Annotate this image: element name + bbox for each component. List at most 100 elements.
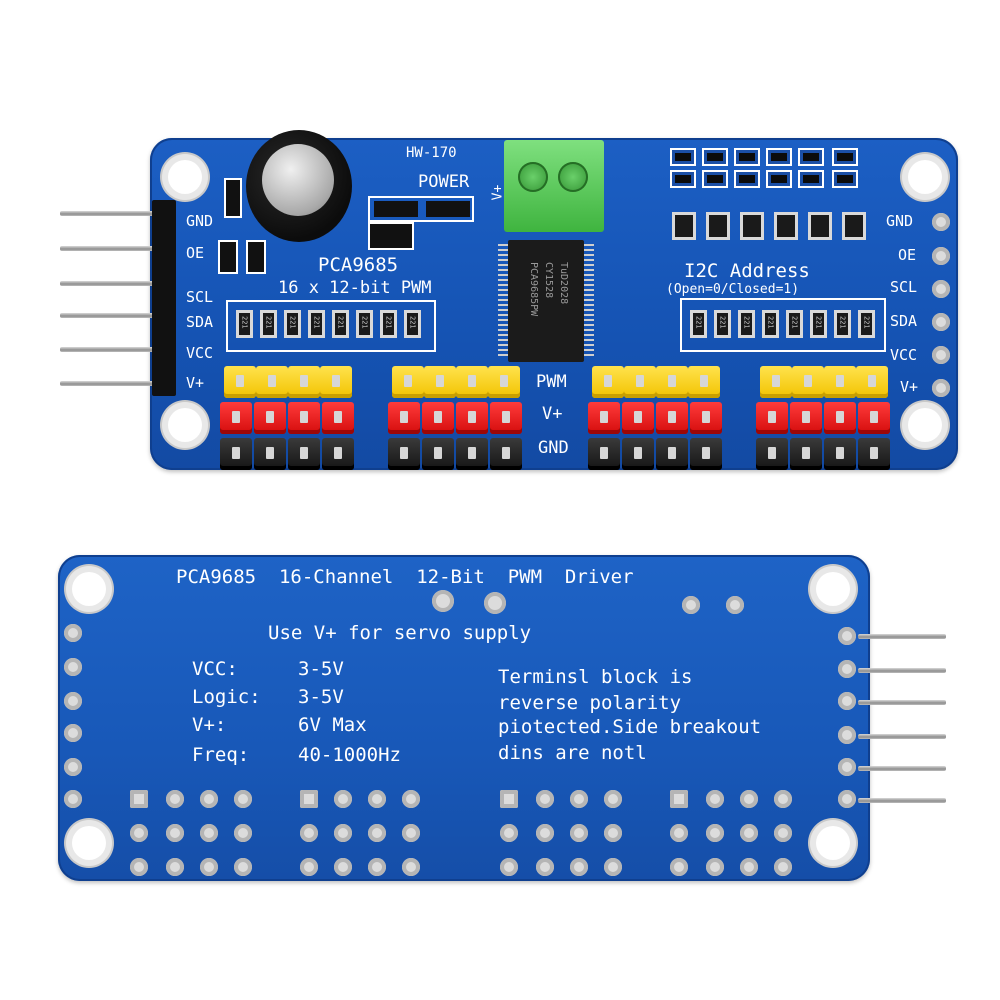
servo-pin-vplus[interactable] (490, 402, 522, 434)
breakout-pad[interactable] (64, 692, 82, 710)
spec-key: VCC: (192, 658, 238, 680)
servo-pin-gnd[interactable] (622, 438, 654, 470)
mounting-hole-icon (816, 572, 850, 606)
servo-pin-gnd[interactable] (790, 438, 822, 470)
servo-pin-gnd[interactable] (422, 438, 454, 470)
servo-pin-gnd[interactable] (456, 438, 488, 470)
servo-pin-pwm[interactable] (656, 366, 688, 398)
breakout-pad[interactable] (838, 660, 856, 678)
breakout-pad[interactable] (64, 758, 82, 776)
servo-pin-vplus[interactable] (622, 402, 654, 434)
breakout-pad[interactable] (64, 790, 82, 808)
chip-name-label: PCA9685 (318, 254, 399, 276)
right-pin-label: SDA (890, 312, 918, 330)
servo-pin-vplus[interactable] (456, 402, 488, 434)
servo-pin-pwm[interactable] (424, 366, 456, 398)
servo-pin-gnd[interactable] (388, 438, 420, 470)
mounting-hole-icon (168, 160, 202, 194)
row-label-gnd: GND (538, 438, 569, 458)
breakout-pad[interactable] (932, 280, 950, 298)
servo-pin-gnd[interactable] (220, 438, 252, 470)
breakout-pad[interactable] (838, 726, 856, 744)
via (432, 590, 454, 612)
breakout-pad[interactable] (932, 213, 950, 231)
servo-pin-gnd[interactable] (824, 438, 856, 470)
servo-pin-gnd[interactable] (322, 438, 354, 470)
terminal-screw-icon[interactable] (518, 162, 548, 192)
left-pin-label: V+ (186, 374, 205, 392)
servo-pin-pwm[interactable] (760, 366, 792, 398)
breakout-pad[interactable] (932, 247, 950, 265)
servo-pin-pwm[interactable] (856, 366, 888, 398)
board-model-label: HW-170 (406, 145, 457, 161)
via (726, 596, 744, 614)
servo-pin-pwm[interactable] (824, 366, 856, 398)
servo-pin-gnd[interactable] (756, 438, 788, 470)
servo-pin-vplus[interactable] (858, 402, 890, 434)
right-pin-label: SCL (890, 278, 918, 296)
servo-pin-pwm[interactable] (688, 366, 720, 398)
servo-pin-pwm[interactable] (488, 366, 520, 398)
mounting-hole-icon (908, 160, 942, 194)
servo-pin-vplus[interactable] (790, 402, 822, 434)
servo-pin-gnd[interactable] (588, 438, 620, 470)
power-label: POWER (418, 172, 470, 192)
breakout-pad[interactable] (838, 627, 856, 645)
servo-pin-gnd[interactable] (656, 438, 688, 470)
servo-pin-pwm[interactable] (320, 366, 352, 398)
servo-pin-gnd[interactable] (288, 438, 320, 470)
note-line: reverse polarity (498, 692, 682, 714)
servo-pin-pwm[interactable] (456, 366, 488, 398)
servo-pin-pwm[interactable] (256, 366, 288, 398)
servo-pin-vplus[interactable] (288, 402, 320, 434)
i2c-address-note: (Open=0/Closed=1) (666, 282, 800, 297)
via (682, 596, 700, 614)
servo-pin-vplus[interactable] (388, 402, 420, 434)
ic-marking: PCA9685PW (528, 262, 539, 317)
breakout-pad[interactable] (64, 724, 82, 742)
bottom-board-title: PCA9685 16-Channel 12-Bit PWM Driver (176, 566, 634, 588)
servo-pin-gnd[interactable] (254, 438, 286, 470)
breakout-pad[interactable] (64, 624, 82, 642)
servo-pin-vplus[interactable] (254, 402, 286, 434)
servo-pin-pwm[interactable] (224, 366, 256, 398)
i2c-address-title: I2C Address (684, 260, 810, 282)
breakout-pad[interactable] (932, 379, 950, 397)
row-label-pwm: PWM (536, 372, 567, 392)
servo-pin-vplus[interactable] (756, 402, 788, 434)
terminal-screw-icon[interactable] (558, 162, 588, 192)
breakout-pad[interactable] (932, 346, 950, 364)
breakout-pad[interactable] (64, 658, 82, 676)
servo-pin-pwm[interactable] (392, 366, 424, 398)
servo-pin-pwm[interactable] (592, 366, 624, 398)
mounting-hole-icon (72, 572, 106, 606)
servo-pin-vplus[interactable] (656, 402, 688, 434)
servo-pin-gnd[interactable] (690, 438, 722, 470)
spec-value: 6V Max (298, 714, 367, 736)
note-line: piotected.Side breakout (498, 716, 762, 738)
right-pin-label: V+ (900, 378, 919, 396)
servo-pin-pwm[interactable] (624, 366, 656, 398)
breakout-pad[interactable] (932, 313, 950, 331)
breakout-pad[interactable] (838, 790, 856, 808)
servo-pin-gnd[interactable] (490, 438, 522, 470)
vplus-vertical-label: V+ (490, 184, 506, 201)
servo-pin-vplus[interactable] (220, 402, 252, 434)
servo-pin-vplus[interactable] (690, 402, 722, 434)
right-pin-label: VCC (890, 346, 918, 364)
breakout-pad[interactable] (838, 692, 856, 710)
mounting-hole-icon (908, 408, 942, 442)
resistor-bank-left (226, 300, 436, 352)
servo-pin-vplus[interactable] (824, 402, 856, 434)
spec-key: V+: (192, 714, 227, 736)
spec-key: Logic: (192, 686, 261, 708)
servo-pin-pwm[interactable] (288, 366, 320, 398)
servo-pin-vplus[interactable] (422, 402, 454, 434)
servo-pin-vplus[interactable] (322, 402, 354, 434)
servo-pin-gnd[interactable] (858, 438, 890, 470)
breakout-pad[interactable] (838, 758, 856, 776)
servo-pin-pwm[interactable] (792, 366, 824, 398)
servo-pin-vplus[interactable] (588, 402, 620, 434)
mounting-hole-icon (816, 826, 850, 860)
via (484, 592, 506, 614)
